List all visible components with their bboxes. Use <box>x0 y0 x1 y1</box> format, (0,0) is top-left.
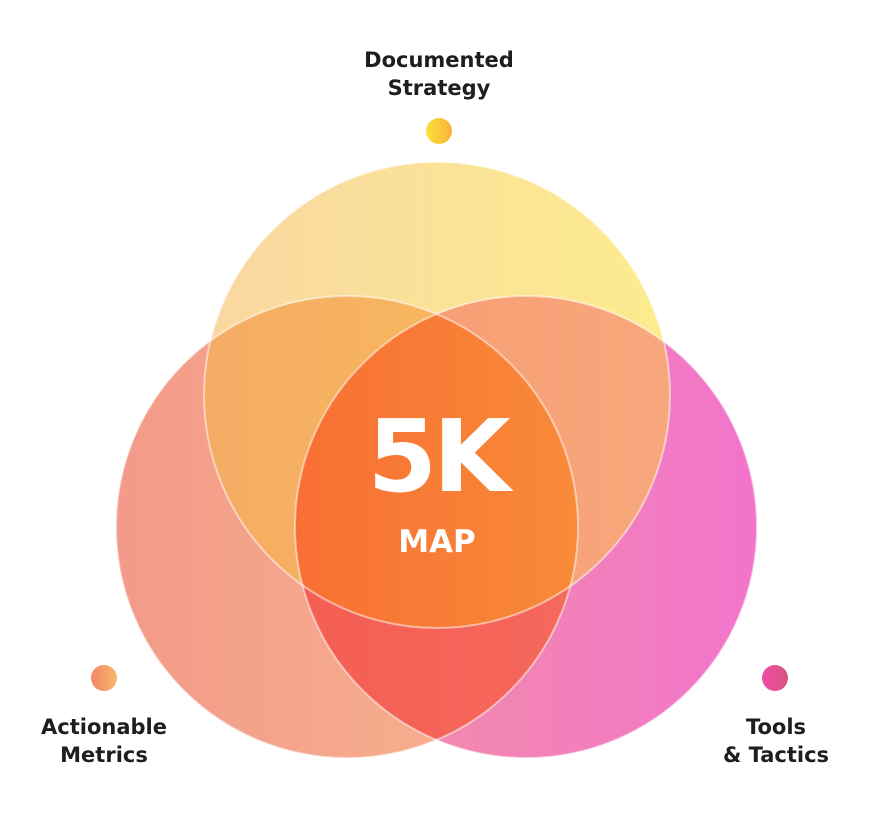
label-actionable-metrics: Actionable Metrics <box>4 713 204 769</box>
dot-tools-tactics <box>762 665 788 691</box>
dot-documented-strategy <box>426 118 452 144</box>
label-line: Actionable <box>41 715 167 739</box>
overlap-all <box>295 296 578 628</box>
dot-actionable-metrics <box>91 665 117 691</box>
label-tools-tactics: Tools & Tactics <box>676 713 873 769</box>
label-line: Tools <box>745 715 807 739</box>
label-line: & Tactics <box>722 743 830 767</box>
label-line: Documented <box>364 48 514 72</box>
center-title: 5K <box>367 398 510 515</box>
label-documented-strategy: Documented Strategy <box>339 46 539 102</box>
center-subtitle: MAP <box>398 524 476 560</box>
label-line: Metrics <box>60 743 148 767</box>
label-line: Strategy <box>387 76 491 100</box>
